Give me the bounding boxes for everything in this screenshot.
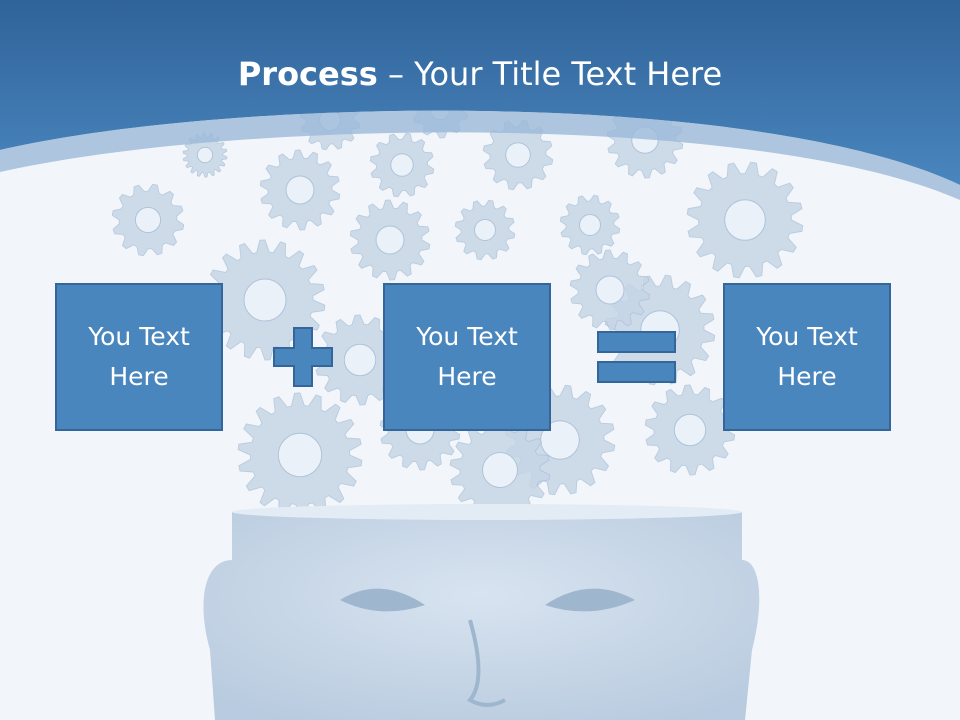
gear-hub: [390, 153, 414, 177]
gear-hub: [134, 206, 162, 234]
gear-hub: [579, 214, 601, 236]
gear-hub: [243, 278, 287, 322]
gear-hub: [196, 146, 214, 164]
process-box-3[interactable]: You Text Here: [723, 283, 891, 431]
gear-hub: [343, 343, 377, 377]
gear-hub: [505, 142, 531, 168]
gear-hub: [724, 199, 766, 241]
process-box-1[interactable]: You Text Here: [55, 283, 223, 431]
slide-title[interactable]: Process – Your Title Text Here: [0, 50, 960, 98]
process-box-2[interactable]: You Text Here: [383, 283, 551, 431]
gear-hub: [482, 452, 518, 488]
gear-hub: [474, 219, 496, 241]
title-rest: – Your Title Text Here: [377, 55, 723, 93]
gear-hub: [285, 175, 315, 205]
head-illustration: [203, 504, 760, 720]
process-box-1-text: You Text Here: [88, 322, 190, 391]
equals-icon: [597, 331, 676, 383]
process-box-3-text: You Text Here: [756, 322, 858, 391]
process-box-2-text: You Text Here: [416, 322, 518, 391]
plus-icon: [273, 327, 333, 387]
title-bold: Process: [237, 55, 378, 93]
gear-hub: [375, 225, 405, 255]
gear-hub: [673, 413, 707, 447]
header-band: [0, 0, 960, 200]
gear-hub: [277, 432, 323, 478]
gear-hub: [595, 275, 625, 305]
